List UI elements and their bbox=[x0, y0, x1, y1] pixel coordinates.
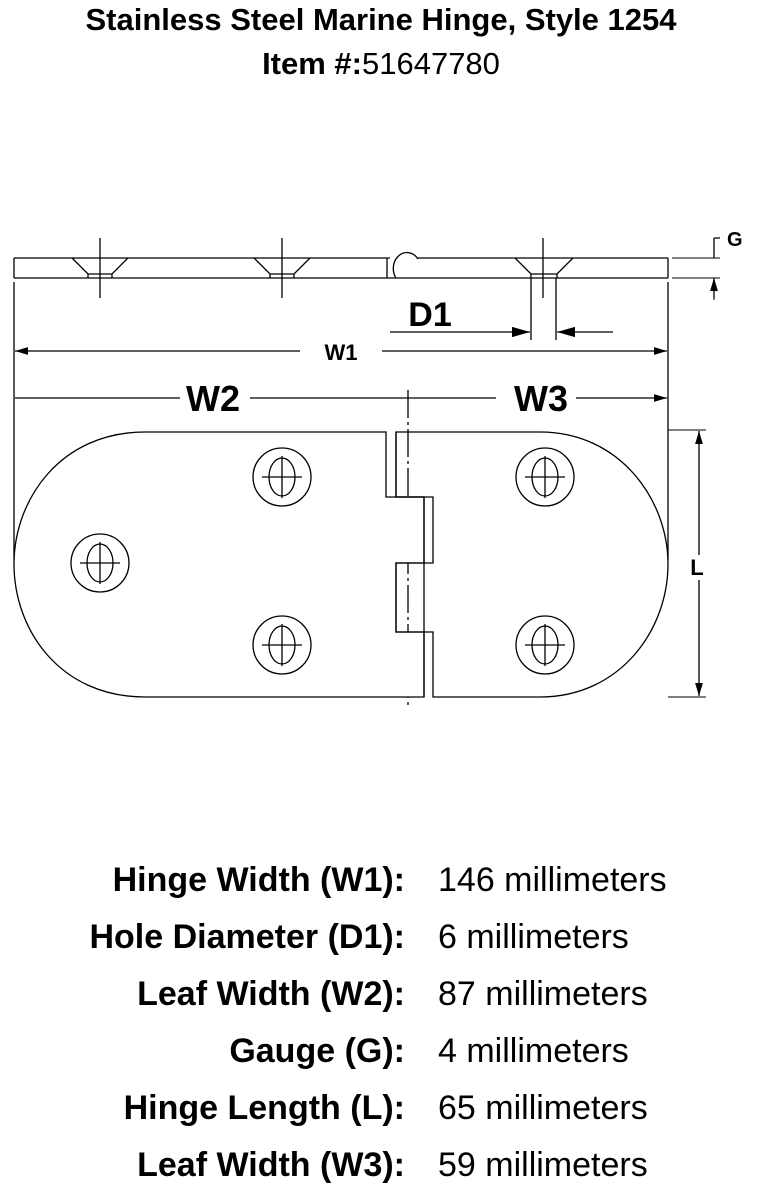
left-leaf bbox=[13, 431, 434, 698]
hinge-drawing: G D1 W1 W2 W3 L bbox=[13, 229, 743, 705]
spec-row: Leaf Width (W2): 87 millimeters bbox=[0, 974, 762, 1014]
spec-label: Leaf Width (W2): bbox=[137, 975, 405, 1013]
screw-holes bbox=[70, 447, 575, 675]
label-g: G bbox=[727, 229, 743, 251]
right-leaf bbox=[395, 431, 669, 698]
spec-row: Gauge (G): 4 millimeters bbox=[0, 1031, 762, 1071]
item-number: 51647780 bbox=[361, 46, 500, 81]
spec-row: Hinge Width (W1): 146 millimeters bbox=[0, 860, 762, 900]
spec-value: 146 millimeters bbox=[438, 861, 667, 899]
spec-label: Leaf Width (W3): bbox=[137, 1146, 405, 1184]
spec-value: 87 millimeters bbox=[438, 975, 648, 1013]
item-number-line: Item #:51647780 bbox=[0, 46, 762, 82]
spec-label: Hole Diameter (D1): bbox=[89, 918, 405, 956]
spec-label: Gauge (G): bbox=[229, 1032, 405, 1070]
side-view bbox=[13, 237, 720, 300]
spec-value: 6 millimeters bbox=[438, 918, 629, 956]
spec-row: Leaf Width (W3): 59 millimeters bbox=[0, 1145, 762, 1185]
spec-value: 4 millimeters bbox=[438, 1032, 629, 1070]
product-title: Stainless Steel Marine Hinge, Style 1254 bbox=[85, 2, 677, 37]
item-label: Item #: bbox=[262, 46, 362, 81]
label-l: L bbox=[690, 555, 703, 580]
spec-row: Hinge Length (L): 65 millimeters bbox=[0, 1088, 762, 1128]
countersink-holes bbox=[71, 238, 574, 298]
spec-value: 59 millimeters bbox=[438, 1146, 648, 1184]
spec-value: 65 millimeters bbox=[438, 1089, 648, 1127]
spec-label: Hinge Length (L): bbox=[123, 1089, 405, 1127]
label-w2: W2 bbox=[186, 378, 240, 419]
spec-row: Hole Diameter (D1): 6 millimeters bbox=[0, 917, 762, 957]
label-w1: W1 bbox=[325, 340, 358, 365]
label-d1: D1 bbox=[408, 296, 451, 334]
spec-label: Hinge Width (W1): bbox=[112, 861, 405, 899]
label-w3: W3 bbox=[514, 378, 568, 419]
